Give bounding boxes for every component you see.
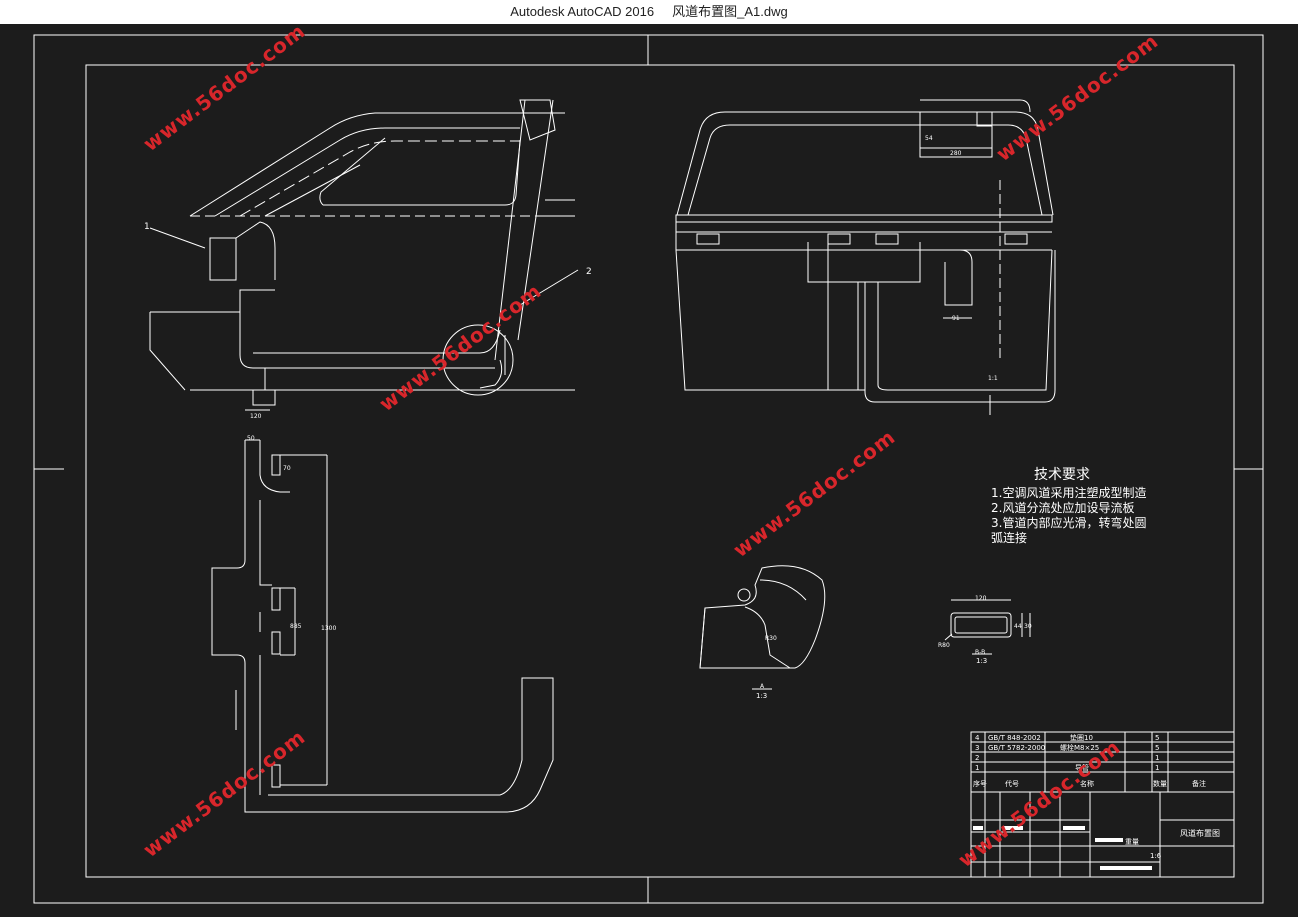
bom-row: 2 1 (975, 754, 1159, 762)
bom-header-code: 代号 (1005, 779, 1019, 788)
title-block-fills (973, 826, 1152, 870)
top-view: 50 70 885 1300 (211, 435, 554, 813)
drawing-title: 风道布置图 (1180, 828, 1220, 838)
bom-header-name: 名称 (1080, 779, 1094, 788)
bom-row-no: 4 (975, 734, 980, 742)
dim-r30: R30 (765, 635, 777, 642)
section-b-scale: 1:3 (976, 657, 987, 665)
bom-row: 3 GB/T 5782-2000 螺栓M8×25 5 (975, 743, 1159, 752)
bom-row: 1 导管 1 (975, 763, 1159, 772)
bom-row-qty: 5 (1155, 744, 1159, 752)
tech-line-3: 3.管道内部应光滑，转弯处圆 (991, 515, 1146, 530)
section-b-label: B-B (975, 649, 985, 656)
dim-54: 54 (925, 135, 933, 142)
inner-frame (85, 64, 1235, 878)
section-b-view: 120 30 44 R80 B-B 1:3 (938, 595, 1032, 665)
bom-row-qty: 1 (1155, 754, 1159, 762)
tech-line-2: 2.风道分流处应加设导流板 (991, 500, 1134, 515)
side-view: 1 2 120 (144, 99, 592, 420)
bom-row-no: 2 (975, 754, 979, 762)
bom-row-name: 导管 (1075, 763, 1089, 772)
front-view: 54 280 91 1:1 (675, 99, 1056, 415)
window-title: Autodesk AutoCAD 2016 风道布置图_A1.dwg (510, 4, 788, 19)
watermark-text: www.56doc.com (992, 29, 1163, 166)
window-title-bar: Autodesk AutoCAD 2016 风道布置图_A1.dwg (0, 0, 1298, 24)
section-a-label: A (760, 683, 765, 690)
weight-label: 重量 (1125, 838, 1139, 846)
tech-title: 技术要求 (1034, 467, 1090, 483)
bom-row-name: 螺栓M8×25 (1060, 743, 1099, 752)
scale-label: 1:6 (1150, 852, 1162, 860)
bom-header-note: 备注 (1192, 779, 1206, 788)
watermark-text: www.56doc.com (375, 279, 546, 416)
dim-50: 50 (247, 435, 255, 442)
dim-120-section: 120 (975, 595, 987, 602)
bom-row-code: GB/T 848-2002 (988, 734, 1041, 742)
tech-line-1: 1.空调风道采用注塑成型制造 (991, 485, 1146, 500)
bom-row-no: 1 (975, 764, 979, 772)
bom-header-qty: 数量 (1153, 779, 1167, 788)
drawing-canvas[interactable]: 1 2 120 (0, 19, 1298, 913)
dim-91: 91 (952, 315, 960, 322)
bom-text: 4 GB/T 848-2002 垫圈10 5 3 GB/T 5782-2000 … (973, 733, 1220, 860)
watermark-text: www.56doc.com (139, 725, 310, 862)
part-label-1: 1 (144, 222, 150, 232)
dim-120-left: 120 (250, 413, 262, 420)
dim-1300: 1300 (321, 625, 336, 632)
bom-row-no: 3 (975, 744, 979, 752)
dim-885: 885 (290, 623, 302, 630)
title-block (970, 731, 1235, 878)
watermark-text: www.56doc.com (139, 24, 310, 156)
dim-44: 44 (1014, 623, 1022, 630)
bom-row-qty: 5 (1155, 734, 1159, 742)
bom-row: 4 GB/T 848-2002 垫圈10 5 (975, 733, 1159, 742)
bom-header-no: 序号 (973, 779, 987, 788)
section-a-view: R30 A 1:3 (699, 565, 826, 700)
dim-30: 30 (1024, 623, 1032, 630)
dim-280-top: 280 (950, 150, 962, 157)
tech-requirements: 技术要求 1.空调风道采用注塑成型制造 2.风道分流处应加设导流板 3.管道内部… (991, 467, 1146, 545)
watermark-text: www.56doc.com (729, 425, 900, 562)
bom-row-code: GB/T 5782-2000 (988, 744, 1045, 752)
dim-70: 70 (283, 465, 291, 472)
bom-row-name: 垫圈10 (1070, 733, 1093, 742)
part-label-2: 2 (586, 267, 592, 277)
dim-r80: R80 (938, 642, 950, 649)
section-a-scale: 1:3 (756, 692, 767, 700)
cad-drawing[interactable]: 1 2 120 (0, 19, 1298, 913)
tech-line-4: 弧连接 (991, 530, 1027, 545)
bom-row-qty: 1 (1155, 764, 1159, 772)
dim-1-1: 1:1 (988, 375, 998, 382)
